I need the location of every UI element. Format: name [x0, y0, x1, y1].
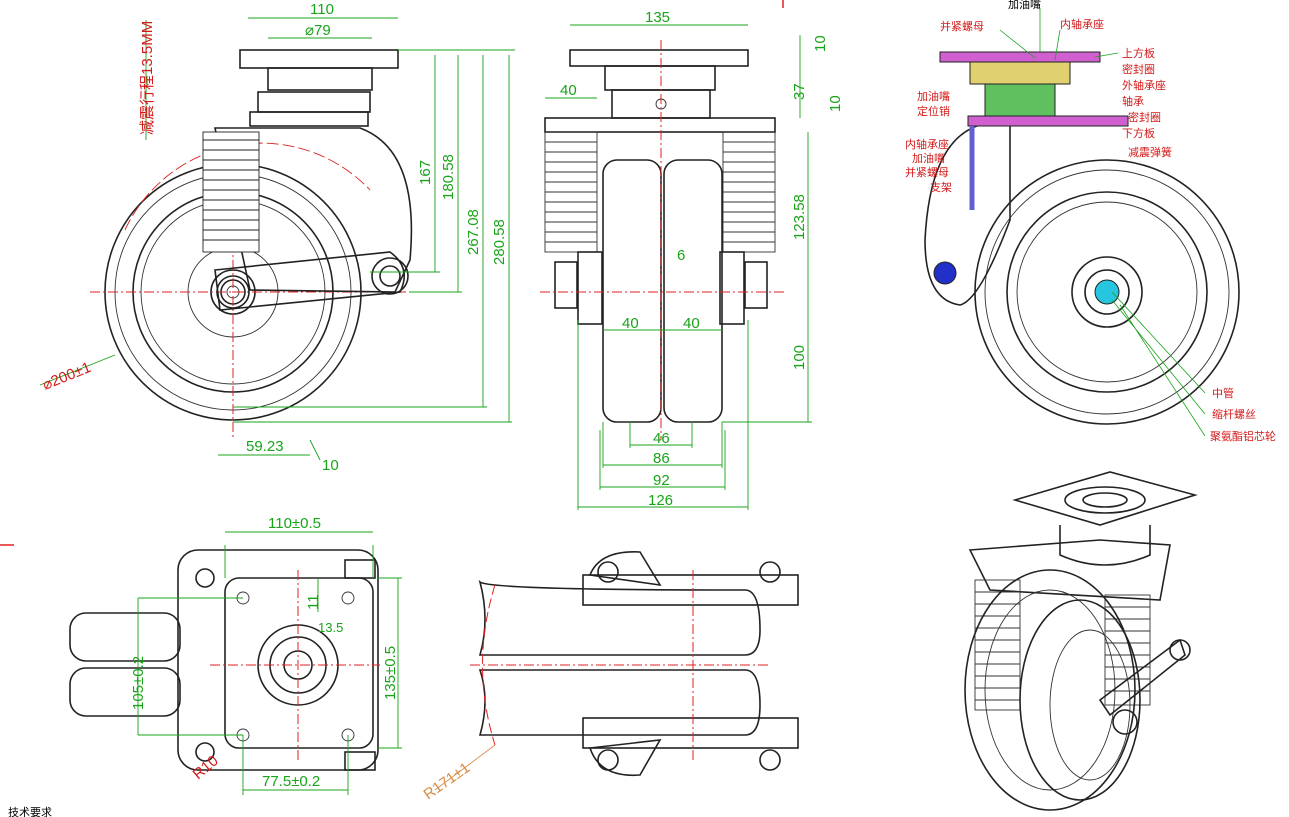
dim-front-w46: 46 — [653, 430, 670, 447]
footer-note: 技术要求 — [8, 806, 52, 817]
label-bracket: 支架 — [930, 181, 952, 194]
dim-front-40a: 40 — [622, 315, 639, 332]
label-oil-nipple-low: 加油嘴 — [912, 151, 945, 165]
dim-small-10: 10 — [322, 457, 339, 474]
dim-top-w77: 77.5±0.2 — [262, 773, 320, 790]
label-inner-seat-top: 内轴承座 — [1060, 17, 1104, 31]
side-view: 110 ⌀79 减震行程13.5MM 167 180.58 267.08 280… — [39, 1, 515, 474]
dim-front-10a: 10 — [812, 35, 829, 52]
label-seal-low: 密封圈 — [1128, 110, 1161, 124]
label-locating-pin: 定位销 — [917, 104, 950, 118]
dim-h180: 180.58 — [440, 154, 457, 200]
dim-front-gap6: 6 — [677, 247, 685, 264]
dim-top-d11: 11 — [305, 594, 322, 610]
dim-top-width: 110 — [310, 1, 334, 18]
dim-front-10b: 10 — [827, 95, 844, 112]
label-oil-nipple-mid: 加油嘴 — [917, 89, 950, 103]
dim-front-w92: 92 — [653, 472, 670, 489]
dim-top-r10: R10 — [190, 752, 222, 783]
top-view: 110±0.5 105±0.2 11 13.5 135±0.5 77.5±0.2… — [69, 515, 402, 795]
dim-h167: 167 — [417, 160, 434, 185]
dim-front-w126: 126 — [648, 492, 673, 509]
dim-front-40b: 40 — [683, 315, 700, 332]
label-lock-nut-top: 并紧螺母 — [940, 19, 984, 33]
dim-h280: 280.58 — [491, 219, 508, 265]
label-center-tube: 中管 — [1212, 386, 1234, 400]
dim-front-top-width: 135 — [645, 9, 670, 26]
dim-front-40: 40 — [560, 82, 577, 99]
front-view: 135 10 37 10 40 123.58 6 40 40 100 46 86… — [540, 9, 844, 510]
dim-h267: 267.08 — [465, 209, 482, 255]
label-seal-top: 密封圈 — [1122, 62, 1155, 76]
label-lower-plate: 下方板 — [1122, 126, 1155, 140]
dim-offset: 59.23 — [246, 438, 284, 455]
label-inner-seat-low: 内轴承座 — [905, 137, 949, 151]
dim-top-d13: 13.5 — [318, 620, 343, 635]
label-bearing: 轴承 — [1122, 94, 1144, 108]
dim-swivel-radius: R171±1 — [421, 759, 474, 803]
label-outer-seat: 外轴承座 — [1122, 78, 1166, 92]
dim-front-h100: 100 — [791, 345, 808, 370]
bottom-middle-view: R171±1 — [421, 551, 799, 803]
label-tension-bolt: 缩杆螺丝 — [1212, 407, 1256, 421]
label-lock-nut-low: 并紧螺母 — [905, 165, 949, 179]
dim-top-h135: 135±0.5 — [382, 646, 399, 700]
dim-top-h105: 105±0.2 — [130, 656, 147, 710]
isometric-view — [964, 471, 1198, 811]
label-upper-plate: 上方板 — [1122, 46, 1155, 60]
dim-front-37: 37 — [791, 83, 808, 100]
dim-wheel-dia: ⌀200±1 — [40, 359, 93, 394]
dim-flange-dia: ⌀79 — [305, 22, 331, 39]
section-view: 并紧螺母 加油嘴 内轴承座 上方板 密封圈 外轴承座 加油嘴 定位销 轴承 密封… — [905, 0, 1276, 443]
label-oil-nipple-top: 加油嘴 — [1008, 0, 1041, 11]
label-wheel: 聚氨酯铝芯轮 — [1210, 429, 1276, 443]
label-spring: 减震弹簧 — [1128, 145, 1172, 159]
dim-top-w110: 110±0.5 — [268, 515, 321, 532]
dim-front-h123: 123.58 — [791, 194, 808, 240]
stroke-note: 减震行程13.5MM — [139, 21, 156, 135]
dim-front-w86: 86 — [653, 450, 670, 467]
